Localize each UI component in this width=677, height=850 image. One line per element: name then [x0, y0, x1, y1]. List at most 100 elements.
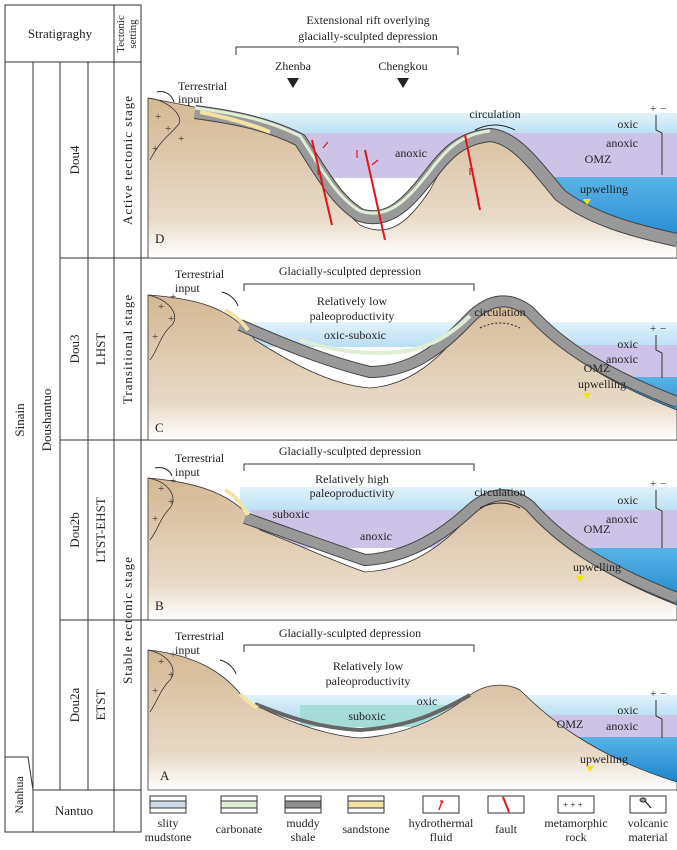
legend-label: shale — [291, 830, 316, 844]
panel-b-oxic: oxic — [617, 493, 638, 507]
legend-label: hydrothermal — [409, 816, 474, 830]
member-dou2b: Dou2b — [67, 512, 82, 547]
svg-text:+: + — [152, 143, 158, 155]
oxic-water — [260, 113, 677, 135]
panel-a-bracket — [243, 644, 475, 652]
redox-scale-icon — [655, 335, 663, 378]
circulation-arrow-icon — [479, 322, 521, 329]
panel-a-productivity-line2: paleoproductivity — [326, 674, 411, 688]
tectonic-header-line1: Tectonic — [115, 15, 127, 53]
panel-b: Glacially-sculpted depression Terrestria… — [147, 444, 677, 621]
sequence-lhst: LHST — [93, 333, 108, 366]
svg-text:+: + — [170, 649, 176, 661]
location-zhenba: Zhenba — [275, 59, 312, 73]
panel-c-terrestrial-line1: Terrestrial — [175, 267, 225, 281]
svg-text:+: + — [152, 513, 158, 525]
panel-a: Glacially-sculpted depression Terrestria… — [147, 626, 677, 791]
legend-label: fault — [495, 822, 518, 836]
fault-icon — [502, 796, 510, 813]
panel-d-terrestrial-line1: Terrestrial — [178, 79, 228, 93]
panel-d-anoxic: anoxic — [606, 136, 638, 150]
panel-b-terrestrial-line2: input — [175, 465, 200, 479]
panel-b-basin-condition: anoxic — [360, 529, 392, 543]
panel-d-circulation: circulation — [469, 107, 520, 121]
panel-d-title-line2: glacially-sculpted depression — [298, 29, 438, 43]
svg-text:+: + — [155, 111, 161, 123]
terrestrial-input-arrow-icon — [221, 291, 239, 307]
hydrothermal-fluid-icons — [317, 141, 479, 205]
svg-text:+: + — [158, 483, 164, 495]
panel-d-basin-condition: anoxic — [395, 146, 427, 160]
stratigraphy-header: Stratigraghy — [28, 26, 93, 41]
svg-text:+: + — [170, 291, 176, 303]
panel-b-title: Glacially-sculpted depression — [279, 444, 421, 458]
panel-a-terrestrial-line1: Terrestrial — [175, 629, 225, 643]
volcanic-material-icon — [586, 766, 594, 772]
svg-text:+: + — [165, 123, 171, 135]
panel-b-terrestrial-line1: Terrestrial — [175, 451, 225, 465]
terrestrial-input-arrow-icon — [154, 467, 173, 477]
stage-active-tectonic: Active tectonic stage — [120, 95, 135, 225]
legend-label: sandstone — [342, 822, 389, 836]
panel-c-label: C — [155, 420, 164, 435]
volcanic-material-icon — [576, 576, 584, 582]
svg-text:+: + — [168, 669, 174, 681]
panel-d-label: D — [155, 231, 164, 246]
muddy-shale-layer — [254, 693, 471, 733]
panel-d-bracket — [235, 46, 459, 55]
system-nanhua: Nanhua — [12, 776, 26, 814]
panel-d-omz: OMZ — [585, 152, 612, 166]
panel-a-basin-condition: suboxic — [348, 709, 385, 723]
member-dou4: Dou4 — [67, 145, 82, 174]
system-sinain: Sinain — [12, 403, 27, 437]
panel-c-bracket — [243, 283, 475, 291]
panel-c-anoxic: anoxic — [606, 352, 638, 366]
panel-c-productivity-line1: Relatively low — [317, 294, 388, 308]
panel-b-circulation: circulation — [474, 485, 525, 499]
panel-b-shelf-condition: suboxic — [272, 507, 309, 521]
panel-a-title: Glacially-sculpted depression — [279, 626, 421, 640]
panel-a-productivity-line1: Relatively low — [333, 659, 404, 673]
svg-text:+: + — [158, 656, 164, 668]
metamorphic-rock-icon: + + + — [563, 800, 583, 810]
oxic-water — [240, 487, 677, 512]
metamorphic-basement — [147, 97, 181, 161]
circulation-arrow-icon — [474, 124, 516, 131]
svg-text:+: + — [152, 685, 158, 697]
formation-doushantuo: Doushantuo — [39, 389, 54, 452]
panel-a-oxic: oxic — [617, 703, 638, 717]
location-chengkou: Chengkou — [378, 59, 427, 73]
panel-c-minus: − — [660, 323, 666, 335]
panel-d-title-line1: Extensional rift overlying — [306, 13, 429, 27]
panel-a-minus: − — [660, 688, 666, 700]
panel-b-bracket — [243, 463, 475, 471]
sequence-ltst-ehst: LTST-EHST — [93, 497, 108, 563]
panel-c-basin-condition: oxic-suboxic — [324, 328, 386, 342]
stage-stable-tectonic: Stable tectonic stage — [120, 556, 135, 684]
panel-d-plus: + — [650, 103, 656, 115]
zhenba-marker-icon — [287, 78, 299, 88]
panel-c-plus: + — [650, 323, 656, 335]
tectonic-header-line2: setting — [127, 19, 139, 49]
panel-c-oxic: oxic — [617, 337, 638, 351]
legend-label: rock — [565, 830, 586, 844]
hydrothermal-fluid-icon — [438, 800, 444, 811]
legend-item: carbonate — [216, 795, 262, 836]
svg-text:+: + — [178, 133, 184, 145]
volcanic-material-icon — [583, 393, 591, 399]
circulation-arrow-icon — [479, 502, 521, 509]
panel-b-upwelling: upwelling — [573, 560, 621, 574]
panel-d-minus: − — [660, 103, 666, 115]
legend-label: mudstone — [145, 830, 192, 844]
volcanic-material-icon — [583, 199, 591, 205]
member-dou2a: Dou2a — [67, 687, 82, 722]
panel-b-plus: + — [650, 478, 656, 490]
panel-c-productivity-line2: paleoproductivity — [310, 309, 395, 323]
panel-b-label: B — [155, 598, 164, 613]
